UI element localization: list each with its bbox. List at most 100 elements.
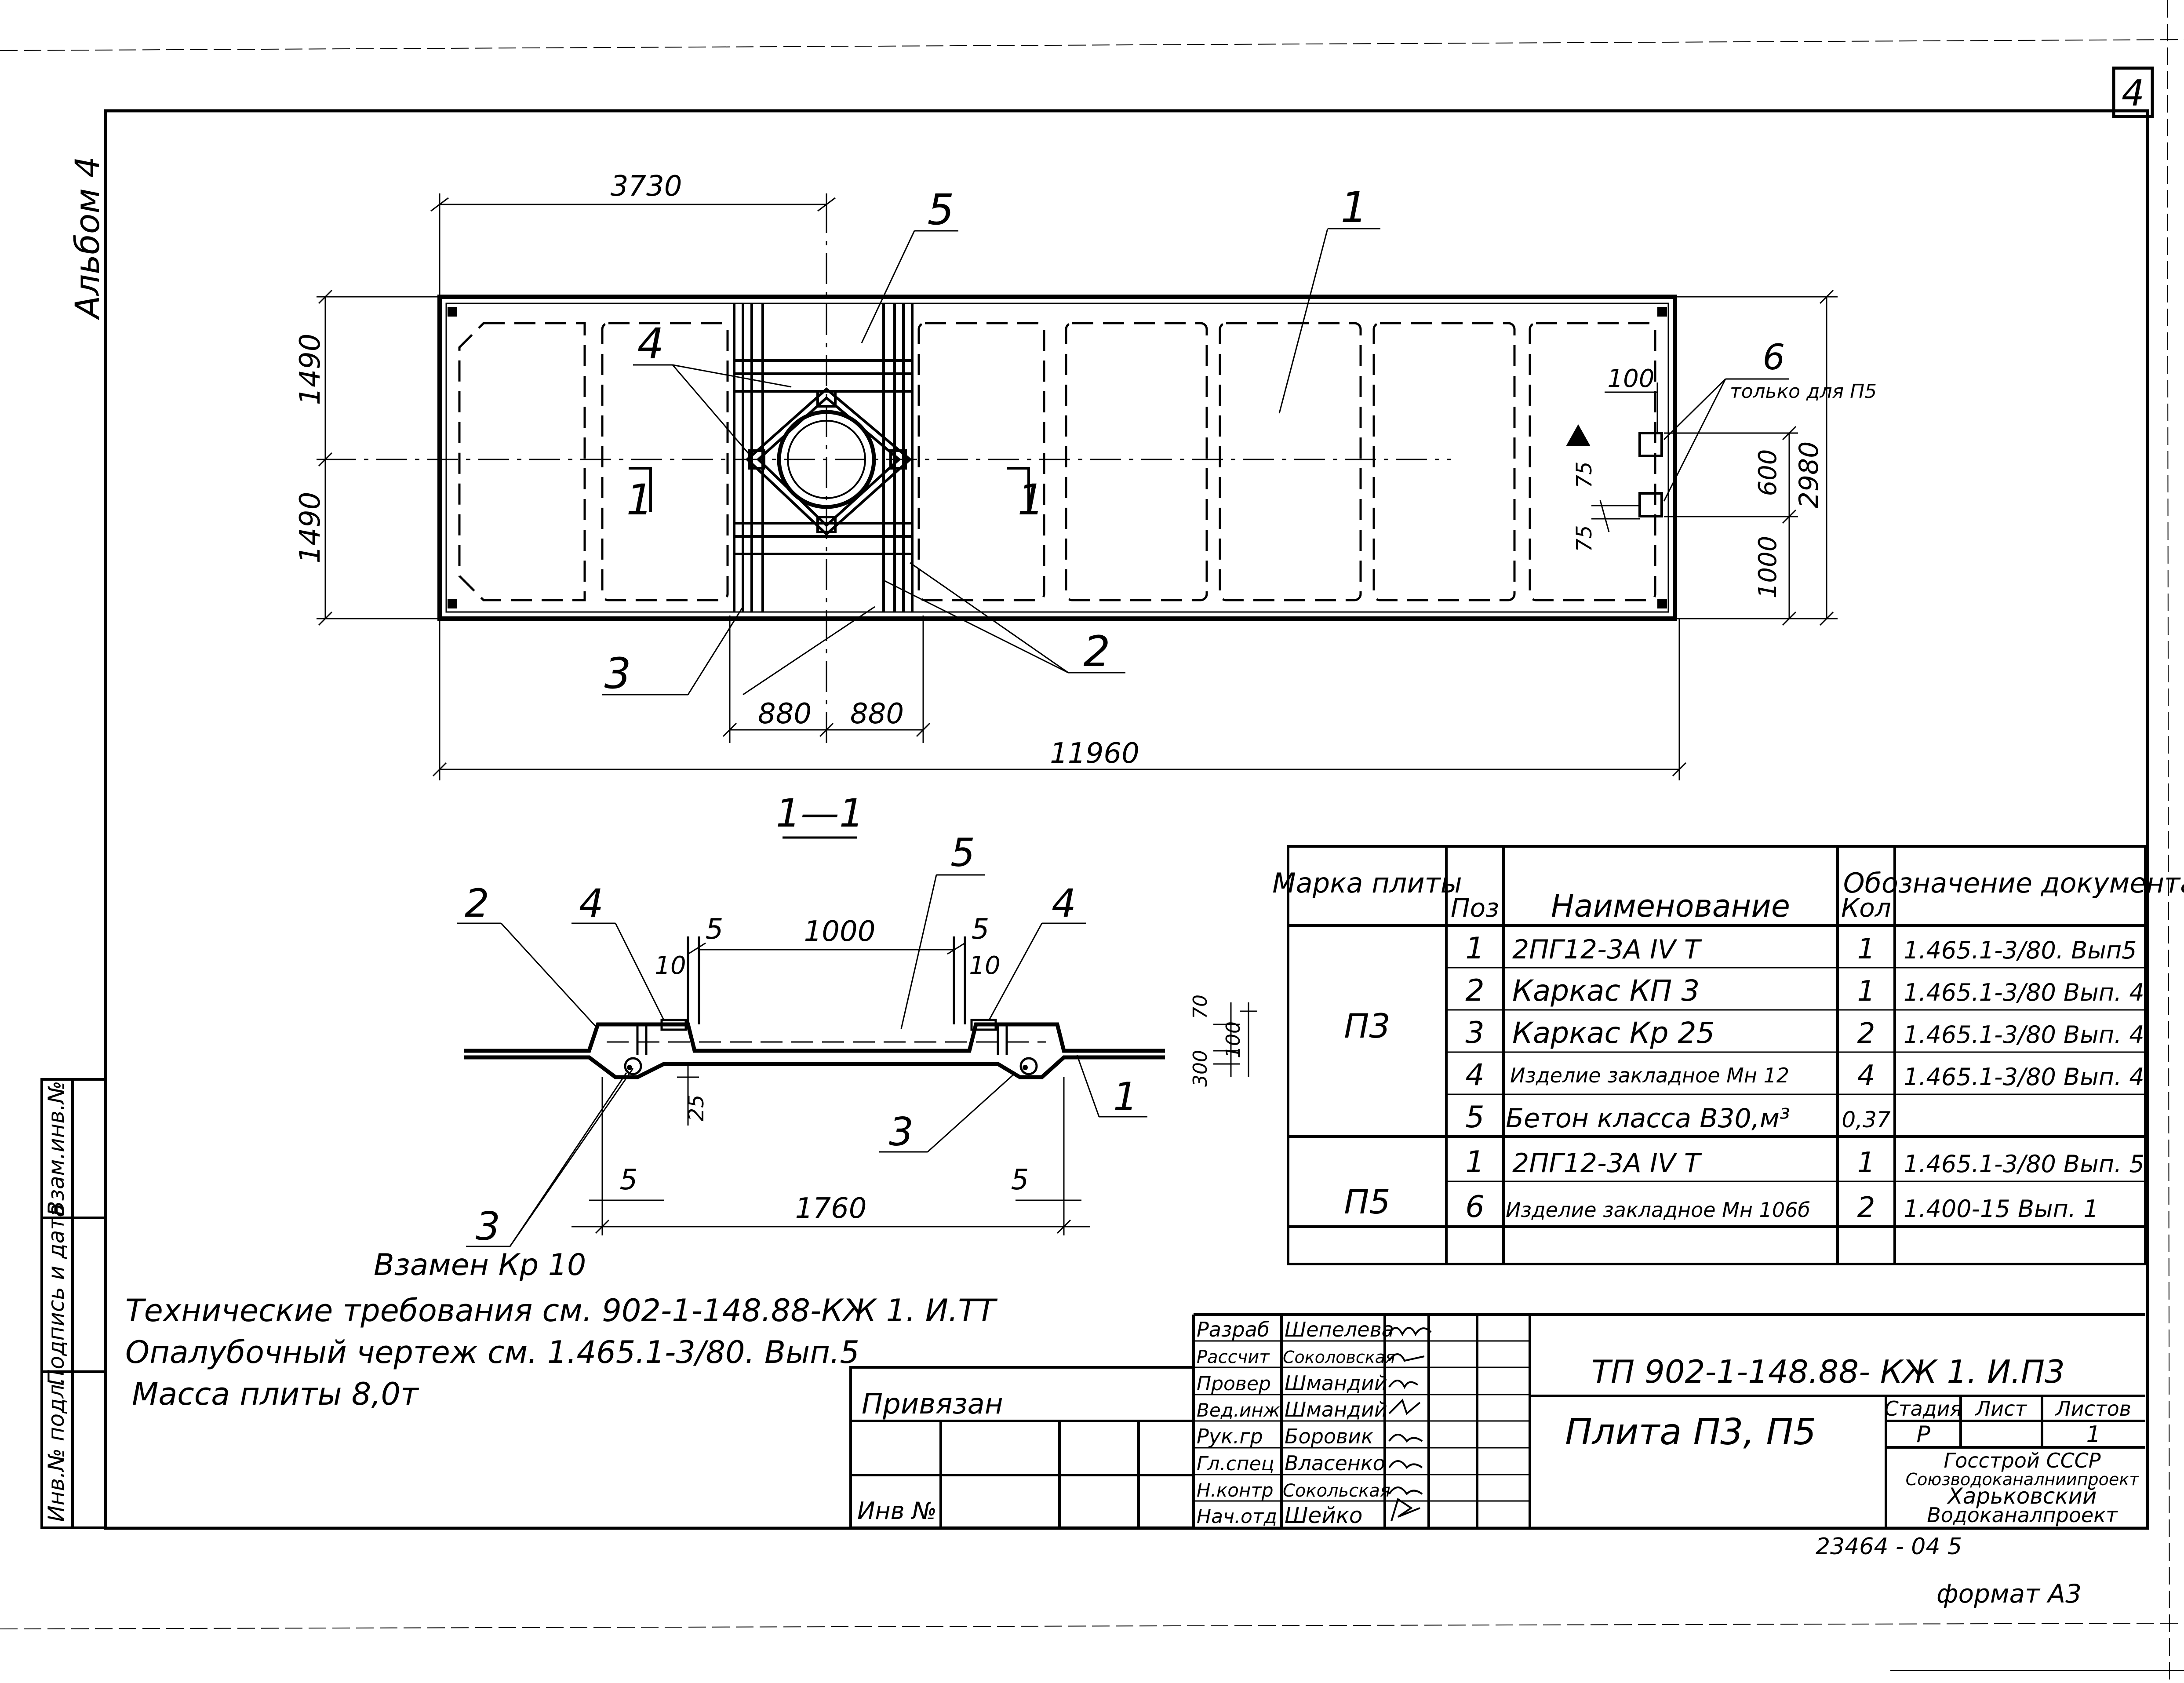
row-qty: 1 — [1857, 975, 1875, 1008]
row-name: Изделие закладное Мн 106б — [1506, 1198, 1810, 1222]
plan-view: 1 1 — [294, 170, 1877, 780]
format-label: формат А3 — [1936, 1579, 2082, 1609]
row-pos: 1 — [1465, 931, 1484, 966]
row-name: 2ПГ12-3А IV Т — [1512, 934, 1702, 965]
row-pos: 1 — [1465, 1145, 1484, 1180]
role-rasschit: Рассчит — [1197, 1347, 1270, 1367]
left-strip: Взам.инв.№ Подпись и дата Инв.№ подл. — [40, 1078, 107, 1529]
group-mark-p3: П3 — [1344, 1006, 1390, 1046]
sec-dim-5-br: 5 — [1011, 1164, 1029, 1196]
row-doc: 1.400-15 Вып. 1 — [1904, 1195, 2099, 1223]
stage-header: Стадия — [1885, 1397, 1962, 1421]
designation: ТП 902-1-148.88- КЖ 1. И.П3 — [1591, 1353, 2065, 1390]
table-row: 1 2ПГ12-3А IV Т 1 1.465.1-3/80 Вып. 5 — [1465, 1145, 2144, 1180]
callout-1: 1 — [1340, 183, 1367, 232]
row-name: Бетон класса В30,м³ — [1506, 1103, 1790, 1134]
table-row: 3 Каркас Кр 25 2 1.465.1-3/80 Вып. 4 — [1465, 1016, 2144, 1050]
row-name: 2ПГ12-3А IV Т — [1512, 1148, 1702, 1179]
name-shepeleva: Шепелева — [1285, 1318, 1394, 1341]
title-block: Разраб Рассчит Провер Вед.инж Рук.гр Гл.… — [1192, 1313, 2145, 1528]
sheets-header: Листов — [2055, 1397, 2131, 1421]
binding-label: Привязан — [862, 1388, 1003, 1421]
note-tech-requirements: Технические требования см. 902-1-148.88-… — [125, 1293, 998, 1329]
note-formwork: Опалубочный чертеж см. 1.465.1-3/80. Вып… — [125, 1334, 859, 1370]
role-n-kontr: Н.контр — [1197, 1479, 1274, 1501]
strip-label-vzam-inv: Взам.инв.№ — [44, 1081, 69, 1216]
sheets-value: 1 — [2086, 1421, 2100, 1448]
sec-dim-10-l: 10 — [655, 951, 686, 980]
section-view: 1—1 — [374, 790, 1257, 1282]
dim-1000: 1000 — [1754, 536, 1782, 599]
row-name: Изделие закладное Мн 12 — [1510, 1064, 1789, 1087]
sec-callout-3-bottom: 3 — [476, 1204, 500, 1249]
group-mark-p5: П5 — [1344, 1182, 1390, 1221]
table-row: 2 Каркас КП 3 1 1.465.1-3/80 Вып. 4 — [1465, 973, 2144, 1008]
sec-callout-4-left: 4 — [579, 881, 604, 926]
row-pos: 4 — [1465, 1058, 1484, 1093]
sec-dim-5-tl: 5 — [706, 913, 724, 946]
row-name: Каркас Кр 25 — [1512, 1016, 1715, 1050]
title-block-names: Шепелева Соколовская Шмандий Шмандий Бор… — [1283, 1318, 1395, 1528]
name-borovik: Боровик — [1285, 1424, 1373, 1448]
org-line-1: Госстрой СССР — [1944, 1449, 2100, 1472]
name-sokolovskaya: Соколовская — [1283, 1348, 1395, 1367]
name-sheyko: Шейко — [1285, 1503, 1363, 1528]
callout-5: 5 — [927, 185, 954, 234]
slab-outline — [437, 295, 1677, 621]
org-line-3: Харьковский — [1946, 1483, 2097, 1509]
row-pos: 3 — [1465, 1016, 1484, 1050]
sec-dim-5-bl: 5 — [620, 1164, 638, 1196]
table-row: 5 Бетон класса В30,м³ 0,37 — [1465, 1100, 1890, 1135]
row-pos: 2 — [1465, 973, 1484, 1008]
header-doc: Обозначение документа — [1843, 867, 2184, 899]
row-pos: 6 — [1465, 1190, 1484, 1224]
row-doc: 1.465.1-3/80 Вып. 5 — [1904, 1150, 2144, 1178]
object-name: Плита П3, П5 — [1565, 1411, 1816, 1453]
sec-dim-1000: 1000 — [804, 915, 876, 948]
title-block-roles: Разраб Рассчит Провер Вед.инж Рук.гр Гл.… — [1197, 1318, 1280, 1528]
sec-callout-3: 3 — [889, 1109, 914, 1155]
row-doc: 1.465.1-3/80. Вып5 — [1904, 936, 2137, 964]
sheet-header: Лист — [1975, 1397, 2027, 1421]
header-pos: Поз — [1451, 893, 1499, 923]
strip-label-inv-podl: Инв.№ подл. — [44, 1377, 69, 1522]
callout-4: 4 — [637, 319, 664, 368]
notes: Технические требования см. 902-1-148.88-… — [125, 1293, 998, 1412]
role-ruk-gr: Рук.гр — [1197, 1424, 1263, 1448]
sec-dim-1760: 1760 — [795, 1192, 867, 1225]
role-gl-spec: Гл.спец — [1197, 1453, 1274, 1475]
row-doc: 1.465.1-3/80 Вып. 4 — [1904, 979, 2144, 1006]
dim-75-a: 75 — [1572, 461, 1597, 488]
section-mark-left: 1 — [626, 475, 653, 525]
row-qty: 2 — [1857, 1191, 1875, 1224]
sec-callout-1: 1 — [1113, 1074, 1138, 1119]
dim-1490-bottom: 1490 — [294, 492, 327, 564]
archive-number: 23464 - 04 5 — [1816, 1534, 1962, 1560]
table-row: 4 Изделие закладное Мн 12 4 1.465.1-3/80… — [1465, 1058, 2144, 1093]
section-mark-right: 1 — [1017, 475, 1044, 525]
dim-75-b: 75 — [1572, 525, 1597, 552]
spec-table: Марка плиты Поз Наименование Кол Обознач… — [1272, 845, 2184, 1265]
sec-dim-10-r: 10 — [969, 951, 1000, 980]
signatures — [1388, 1327, 1432, 1522]
row-name: Каркас КП 3 — [1512, 974, 1700, 1008]
name-shmandiy-2: Шмандий — [1285, 1398, 1387, 1421]
row-pos: 5 — [1465, 1100, 1484, 1135]
callout-6: 6 — [1763, 337, 1785, 378]
table-row: 6 Изделие закладное Мн 106б 2 1.400-15 В… — [1465, 1190, 2098, 1224]
section-title: 1—1 — [776, 790, 864, 836]
role-prover: Провер — [1197, 1373, 1271, 1395]
name-shmandiy-1: Шмандий — [1285, 1371, 1387, 1395]
org-line-2: Союзводоканалниипроект — [1906, 1470, 2140, 1489]
row-qty: 1 — [1857, 933, 1875, 965]
dim-11960: 11960 — [1050, 737, 1139, 770]
binding-block: Привязан Инв № — [849, 1366, 1195, 1529]
org-line-4: Водоканалпроект — [1927, 1503, 2118, 1527]
sec-dim-25: 25 — [684, 1094, 709, 1121]
note-only-p5: только для П5 — [1730, 380, 1877, 403]
stage-value: Р — [1916, 1421, 1930, 1448]
organization: Госстрой СССР Союзводоканалниипроект Хар… — [1906, 1449, 2140, 1527]
role-razrab: Разраб — [1197, 1318, 1270, 1341]
